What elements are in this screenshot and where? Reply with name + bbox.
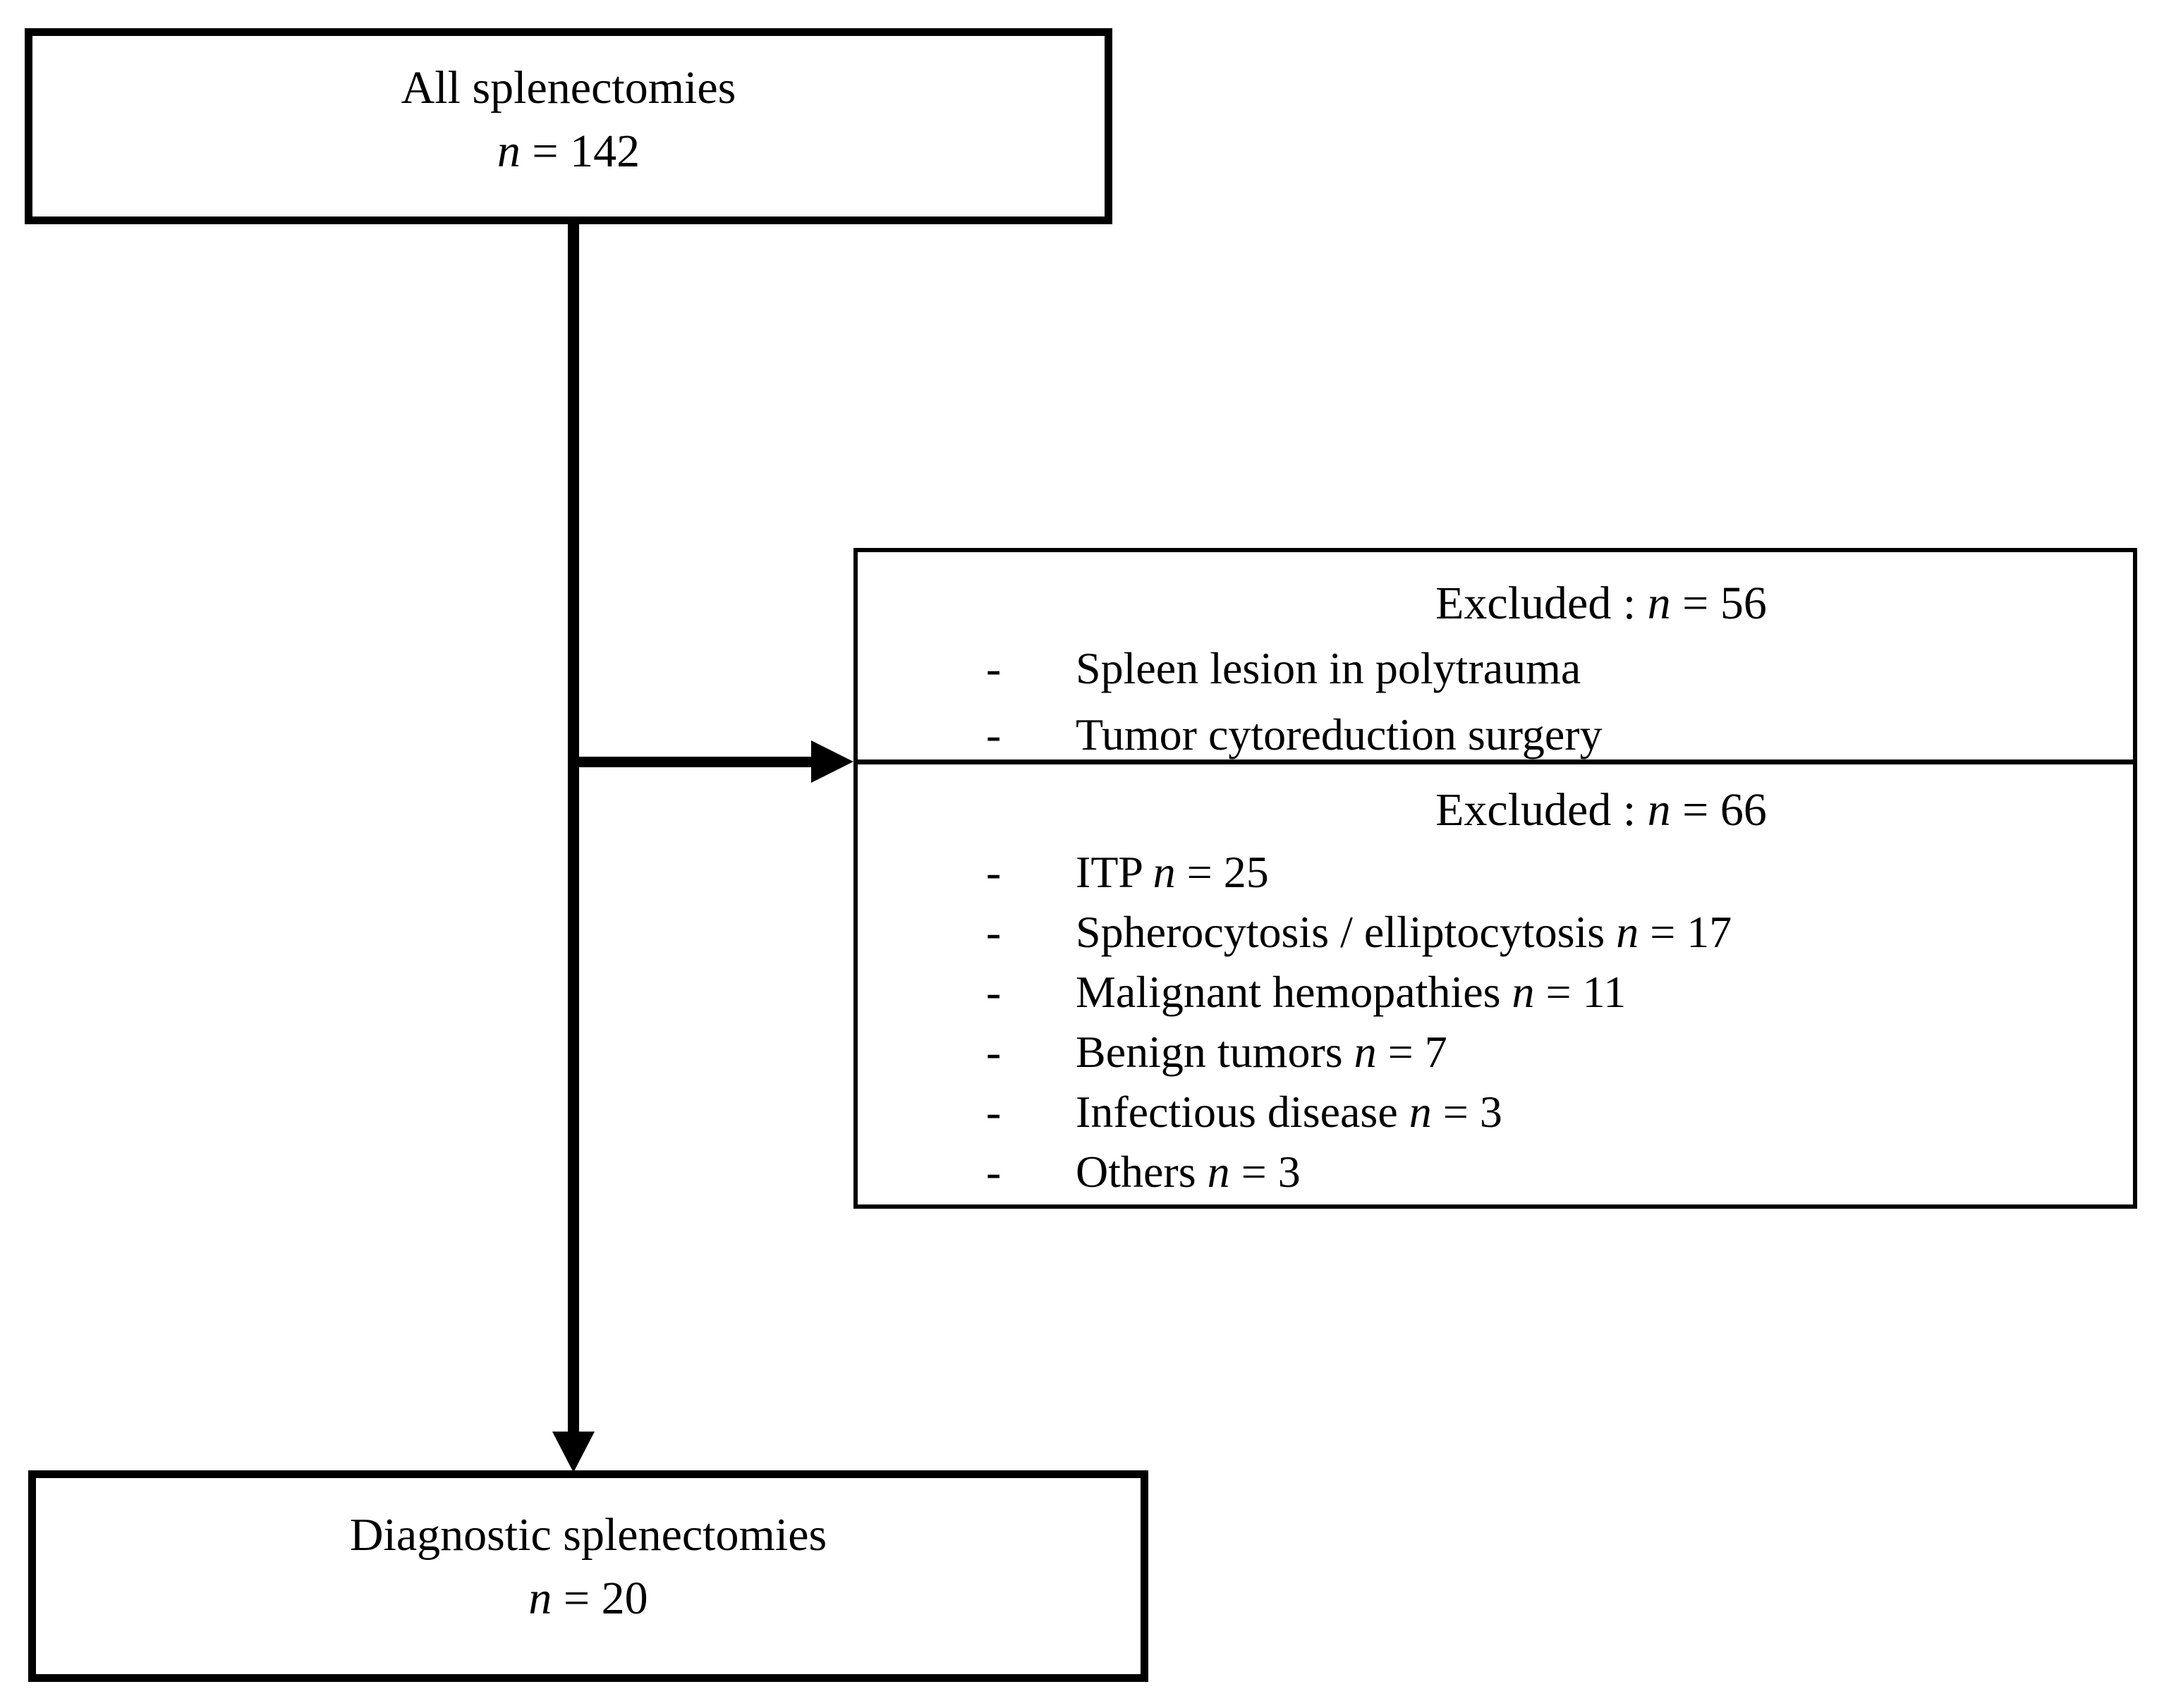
n-value: = 7: [1376, 1027, 1447, 1077]
item-label: Infectious disease: [1076, 1087, 1409, 1137]
excluded-section-2: Excluded : n = 66 - ITP n = 25 - Spherocyt…: [858, 764, 2133, 1204]
list-item: - Spleen lesion in polytrauma: [858, 635, 2133, 702]
item-label: ITP: [1076, 847, 1153, 897]
list-item: - Infectious disease n = 3: [858, 1082, 2133, 1142]
box-all-splenectomies: All splenectomies n = 142: [25, 28, 1112, 224]
down-arrowhead-icon: [552, 1432, 595, 1472]
right-arrowhead-icon: [811, 740, 853, 783]
n-value: = 3: [1229, 1147, 1301, 1197]
vertical-connector-line: [568, 224, 579, 1432]
n-value: = 25: [1175, 847, 1269, 897]
box-all-splenectomies-count: n = 142: [497, 120, 640, 183]
list-item: - ITP n = 25: [858, 842, 2133, 902]
dash-bullet: -: [986, 847, 1002, 897]
n-value: = 11: [1534, 967, 1627, 1017]
n-value: = 66: [1670, 784, 1767, 836]
list-item: - Benign tumors n = 7: [858, 1022, 2133, 1082]
dash-bullet: -: [986, 709, 1002, 760]
item-label: Spleen lesion in polytrauma: [1076, 643, 1581, 693]
list-item: - Spherocytosis / elliptocytosis n = 17: [858, 902, 2133, 962]
dash-bullet: -: [986, 967, 1002, 1017]
heading-text: Excluded :: [1435, 578, 1648, 629]
box-all-splenectomies-title: All splenectomies: [401, 62, 736, 114]
item-label: Malignant hemopathies: [1076, 967, 1512, 1017]
dash-bullet: -: [986, 1087, 1002, 1137]
n-value: = 20: [552, 1573, 648, 1624]
item-label: Spherocytosis / elliptocytosis: [1076, 907, 1617, 957]
list-item: - Others n = 3: [858, 1142, 2133, 1202]
n-value: = 56: [1670, 578, 1767, 629]
n-symbol: n: [1153, 847, 1176, 897]
item-label: Others: [1076, 1147, 1208, 1197]
list-item: - Malignant hemopathies n = 11: [858, 962, 2133, 1022]
item-label: Tumor cytoreduction surgery: [1076, 709, 1603, 760]
n-symbol: n: [497, 126, 521, 177]
list-item: - Tumor cytoreduction surgery: [858, 702, 2133, 768]
n-symbol: n: [1207, 1147, 1230, 1197]
box-diagnostic-splenectomies: Diagnostic splenectomies n = 20: [28, 1470, 1148, 1682]
n-symbol: n: [528, 1573, 552, 1624]
dash-bullet: -: [986, 643, 1002, 693]
n-symbol: n: [1409, 1087, 1432, 1137]
n-value: = 3: [1431, 1087, 1502, 1137]
horizontal-connector-line: [573, 757, 813, 767]
dash-bullet: -: [986, 1027, 1002, 1077]
excluded-section-1: Excluded : n = 56 - Spleen lesion in poly…: [858, 552, 2133, 764]
n-symbol: n: [1647, 578, 1671, 629]
heading-text: Excluded :: [1435, 784, 1648, 836]
n-value: = 142: [520, 126, 640, 177]
box-diagnostic-splenectomies-title: Diagnostic splenectomies: [349, 1509, 827, 1561]
n-symbol: n: [1616, 907, 1639, 957]
dash-bullet: -: [986, 1147, 1002, 1197]
item-label: Benign tumors: [1076, 1027, 1354, 1077]
n-value: = 17: [1639, 907, 1732, 957]
excluded-section-1-heading: Excluded : n = 56: [1069, 572, 2133, 635]
n-symbol: n: [1512, 967, 1535, 1017]
excluded-section-2-heading: Excluded : n = 66: [1069, 779, 2133, 842]
dash-bullet: -: [986, 907, 1002, 957]
box-diagnostic-splenectomies-count: n = 20: [528, 1567, 648, 1630]
n-symbol: n: [1354, 1027, 1377, 1077]
box-excluded: Excluded : n = 56 - Spleen lesion in poly…: [853, 548, 2137, 1209]
n-symbol: n: [1647, 784, 1671, 836]
